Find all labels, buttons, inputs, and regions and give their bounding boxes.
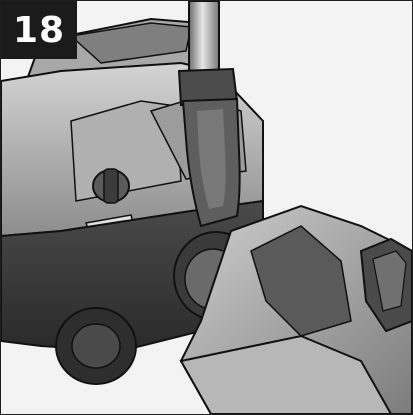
step-number-badge: 18 xyxy=(1,1,77,59)
pedal-icon xyxy=(359,237,412,333)
knob-icon xyxy=(92,168,130,204)
suction-tube xyxy=(188,1,220,82)
wheel-icon xyxy=(55,307,137,385)
